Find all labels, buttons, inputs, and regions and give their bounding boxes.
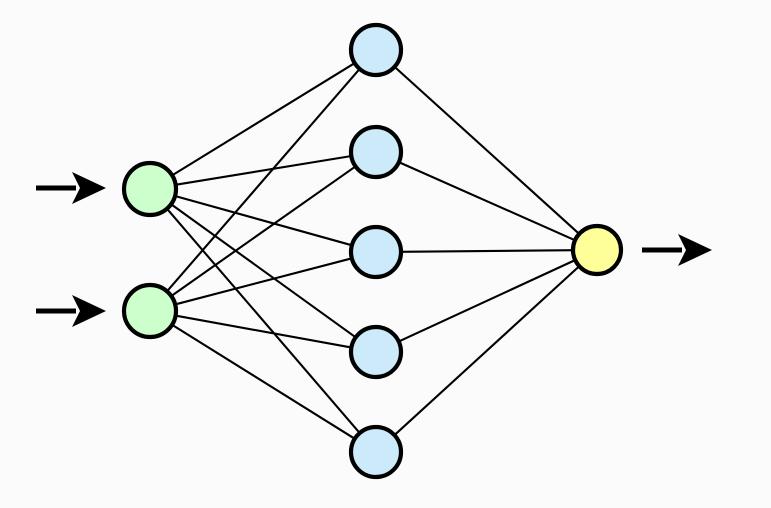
node-h2[interactable] <box>348 124 404 180</box>
input-arrow-bottom <box>36 295 106 327</box>
node-h3[interactable] <box>348 224 404 280</box>
edge-h5-o1 <box>393 264 581 437</box>
node-group <box>121 22 624 480</box>
node-o1[interactable] <box>570 223 624 277</box>
output-layer <box>570 223 624 277</box>
input-layer <box>121 160 179 340</box>
input-arrow-top-head-icon <box>72 172 106 204</box>
edge-i1-h2 <box>174 154 353 186</box>
edge-h1-o1 <box>393 65 581 236</box>
edge-i1-h1 <box>170 61 357 177</box>
output-arrow <box>642 234 712 266</box>
edge-i2-h4 <box>174 314 353 349</box>
node-h5[interactable] <box>348 424 404 480</box>
input-arrow-bottom-head-icon <box>72 295 106 327</box>
edge-group <box>165 61 581 441</box>
edge-i2-h1 <box>165 67 362 293</box>
hidden-layer <box>348 22 404 480</box>
edge-i2-h3 <box>173 257 354 306</box>
node-i1[interactable] <box>121 160 179 218</box>
output-arrow-head-icon <box>678 234 712 266</box>
edge-h4-o1 <box>397 258 577 343</box>
node-i2[interactable] <box>121 282 179 340</box>
edge-h3-o1 <box>399 249 575 253</box>
edge-h2-o1 <box>397 160 577 242</box>
edge-i1-h5 <box>165 207 362 435</box>
node-h4[interactable] <box>348 324 404 380</box>
node-h1[interactable] <box>348 22 404 78</box>
edge-i2-h2 <box>169 164 357 298</box>
edge-i1-h3 <box>173 194 354 247</box>
arrow-group <box>36 172 712 327</box>
input-arrow-top <box>36 172 106 204</box>
edge-i2-h5 <box>170 323 357 441</box>
edge-i1-h4 <box>169 202 358 339</box>
